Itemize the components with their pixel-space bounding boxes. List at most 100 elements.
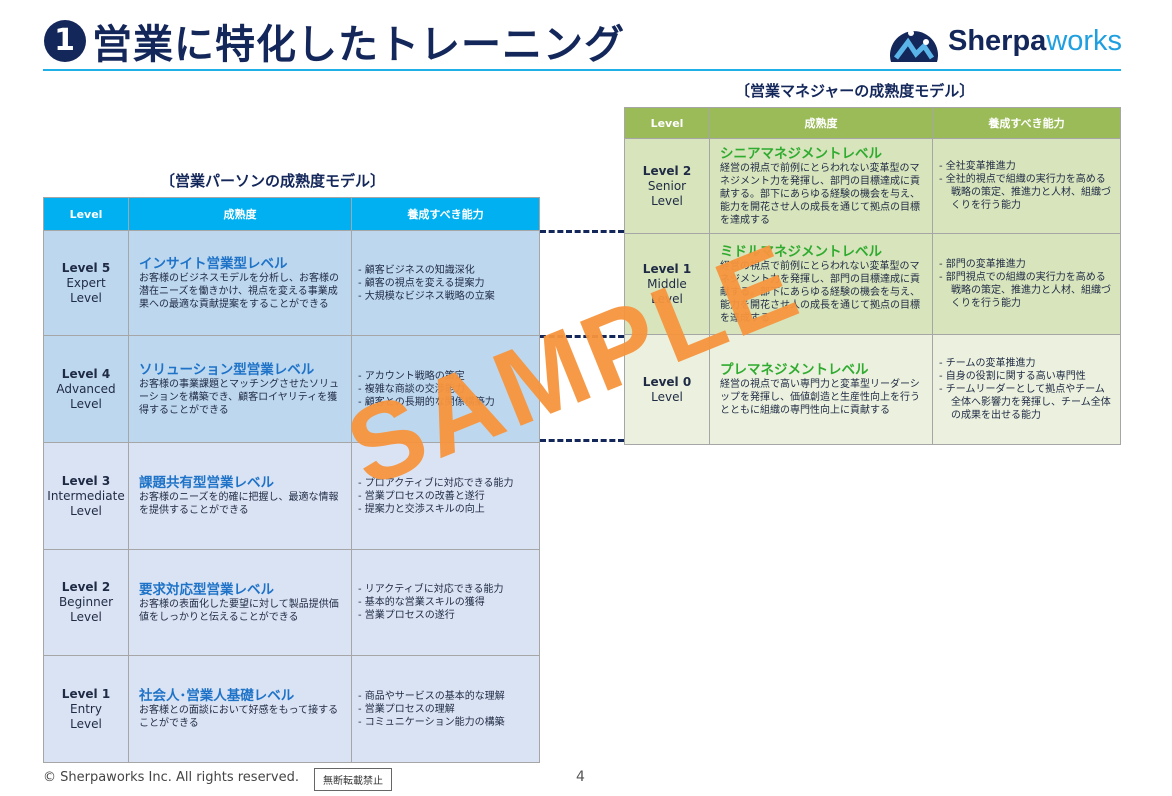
maturity-name: 要求対応型営業レベル (139, 581, 274, 598)
level-word: Level (651, 193, 683, 208)
level-sub: Intermediate (47, 488, 125, 503)
abilities-list: アカウント戦略の策定複雑な商談の交渉能力顧客との長期的な関係構築力 (352, 370, 539, 409)
maturity-desc: お客様の表面化した要望に対して製品提供価値をしっかりと伝えることができる (139, 598, 339, 623)
level-word: Level (651, 291, 683, 306)
header-maturity: 成熟度 (709, 107, 933, 139)
level-word: Level (70, 610, 102, 624)
ability-item: チームリーダーとして拠点やチーム全体へ影響力を発揮し、チーム全体の成果を出せる能… (939, 383, 1114, 422)
maturity-cell: ソリューション型営業レベルお客様の事業課題とマッチングさせたソリューションを構築… (128, 335, 352, 443)
level-label: Level 1 (61, 686, 111, 701)
abilities-list: チームの変革推進力自身の役割に関する高い専門性チームリーダーとして拠点やチーム全… (933, 357, 1120, 422)
abilities-cell: チームの変革推進力自身の役割に関する高い専門性チームリーダーとして拠点やチーム全… (932, 334, 1121, 445)
maturity-cell: 要求対応型営業レベルお客様の表面化した要望に対して製品提供価値をしっかりと伝える… (128, 549, 352, 656)
maturity-desc: 経営の視点で前例にとらわれない変革型のマネジメント力を発揮し、部門の目標達成に貢… (720, 162, 920, 226)
ability-item: リアクティブに対応できる能力 (358, 583, 533, 596)
ability-item: 部門の変革推進力 (939, 258, 1114, 271)
abilities-list: リアクティブに対応できる能力基本的な営業スキルの獲得営業プロセスの遂行 (352, 583, 539, 622)
maturity-name: インサイト営業型レベル (139, 255, 288, 272)
connector-line (540, 230, 624, 233)
abilities-list: 商品やサービスの基本的な理解営業プロセスの理解コミュニケーション能力の構築 (352, 690, 539, 729)
level-sub: Advanced (56, 381, 116, 396)
level-label: Level 2 (642, 163, 692, 178)
maturity-cell: プレマネジメントレベル経営の視点で高い専門力と変革型リーダーシップを発揮し、価値… (709, 334, 933, 445)
header-level: Level (624, 107, 710, 139)
manager-caption: 〔営業マネジャーの成熟度モデル〕 (735, 82, 975, 100)
connector-line (540, 335, 624, 338)
abilities-list: 部門の変革推進力部門視点での組織の実行力を高める戦略の策定、推進力と人材、組織づ… (933, 258, 1120, 310)
ability-item: アカウント戦略の策定 (358, 370, 533, 383)
level-sub: Expert (66, 275, 106, 290)
sales-caption: 〔営業パーソンの成熟度モデル〕 (160, 172, 386, 190)
ability-item: 基本的な営業スキルの獲得 (358, 596, 533, 609)
ability-item: 営業プロセスの改善と遂行 (358, 490, 533, 503)
header-maturity: 成熟度 (128, 197, 352, 231)
header-abilities: 養成すべき能力 (351, 197, 540, 231)
level-label: Level 5 (61, 260, 111, 275)
maturity-cell: インサイト営業型レベルお客様のビジネスモデルを分析し、お客様の潜在ニーズを働きか… (128, 230, 352, 336)
level-word: Level (70, 396, 102, 411)
ability-item: 全社的視点で組織の実行力を高める戦略の策定、推進力と人材、組織づくりを行う能力 (939, 173, 1114, 212)
level-label: Level 2 (61, 580, 111, 594)
ability-item: 大規模なビジネス戦略の立案 (358, 290, 533, 303)
level-sub: Senior (647, 178, 687, 193)
level-sub: Middle (647, 276, 687, 291)
connector-line (540, 439, 624, 442)
level-sub: Beginner (58, 595, 114, 609)
ability-item: 顧客ビジネスの知識深化 (358, 264, 533, 277)
title-text: 営業に特化したトレーニング (92, 22, 625, 68)
title-rule (43, 69, 1121, 71)
ability-item: コミュニケーション能力の構築 (358, 716, 533, 729)
maturity-desc: 経営の視点で高い専門力と変革型リーダーシップを発揮し、価値創造と生産性向上を行う… (720, 379, 920, 416)
level-label: Level 3 (61, 473, 111, 488)
level-word: Level (70, 503, 102, 518)
logo-part1: Sherpa (948, 24, 1047, 57)
abilities-cell: 商品やサービスの基本的な理解営業プロセスの理解コミュニケーション能力の構築 (351, 655, 540, 763)
maturity-desc: 経営の視点で前例にとらわれない変革型のマネジメント力を発揮し、部門の目標達成に貢… (720, 260, 920, 324)
logo: Sherpaworks (888, 18, 1122, 64)
maturity-cell: 課題共有型営業レベルお客様のニーズを的確に把握し、最適な情報を提供することができ… (128, 442, 352, 550)
abilities-list: 顧客ビジネスの知識深化顧客の視点を変える提案力大規模なビジネス戦略の立案 (352, 264, 539, 303)
number-badge: 1 (44, 20, 86, 62)
maturity-name: シニアマネジメントレベル (720, 145, 882, 162)
abilities-list: 全社変革推進力全社的視点で組織の実行力を高める戦略の策定、推進力と人材、組織づく… (933, 160, 1120, 212)
abilities-cell: 部門の変革推進力部門視点での組織の実行力を高める戦略の策定、推進力と人材、組織づ… (932, 233, 1121, 335)
ability-item: 自身の役割に関する高い専門性 (939, 370, 1114, 383)
abilities-cell: プロアクティブに対応できる能力営業プロセスの改善と遂行提案力と交渉スキルの向上 (351, 442, 540, 550)
level-word: Level (70, 716, 102, 731)
mountain-logo-icon (890, 30, 938, 62)
ability-item: 顧客との長期的な関係構築力 (358, 396, 533, 409)
ability-item: 提案力と交渉スキルの向上 (358, 503, 533, 516)
maturity-desc: お客様のニーズを的確に把握し、最適な情報を提供することができる (139, 492, 339, 516)
ability-item: 営業プロセスの理解 (358, 703, 533, 716)
no-reprint-badge: 無断転載禁止 (314, 768, 392, 791)
level-word: Level (70, 290, 102, 305)
ability-item: 複雑な商談の交渉能力 (358, 383, 533, 396)
maturity-name: 課題共有型営業レベル (139, 475, 274, 491)
level-sub: Entry (70, 701, 102, 716)
maturity-name: ソリューション型営業レベル (139, 361, 315, 378)
level-label: Level 4 (61, 366, 111, 381)
maturity-name: 社会人･営業人基礎レベル (139, 688, 295, 704)
ability-item: 全社変革推進力 (939, 160, 1114, 173)
abilities-list: プロアクティブに対応できる能力営業プロセスの改善と遂行提案力と交渉スキルの向上 (352, 477, 539, 516)
ability-item: 商品やサービスの基本的な理解 (358, 690, 533, 703)
maturity-name: ミドルマネジメントレベル (720, 243, 882, 260)
maturity-desc: お客様との面談において好感をもって接することができる (139, 705, 339, 729)
maturity-cell: シニアマネジメントレベル経営の視点で前例にとらわれない変革型のマネジメント力を発… (709, 138, 933, 234)
